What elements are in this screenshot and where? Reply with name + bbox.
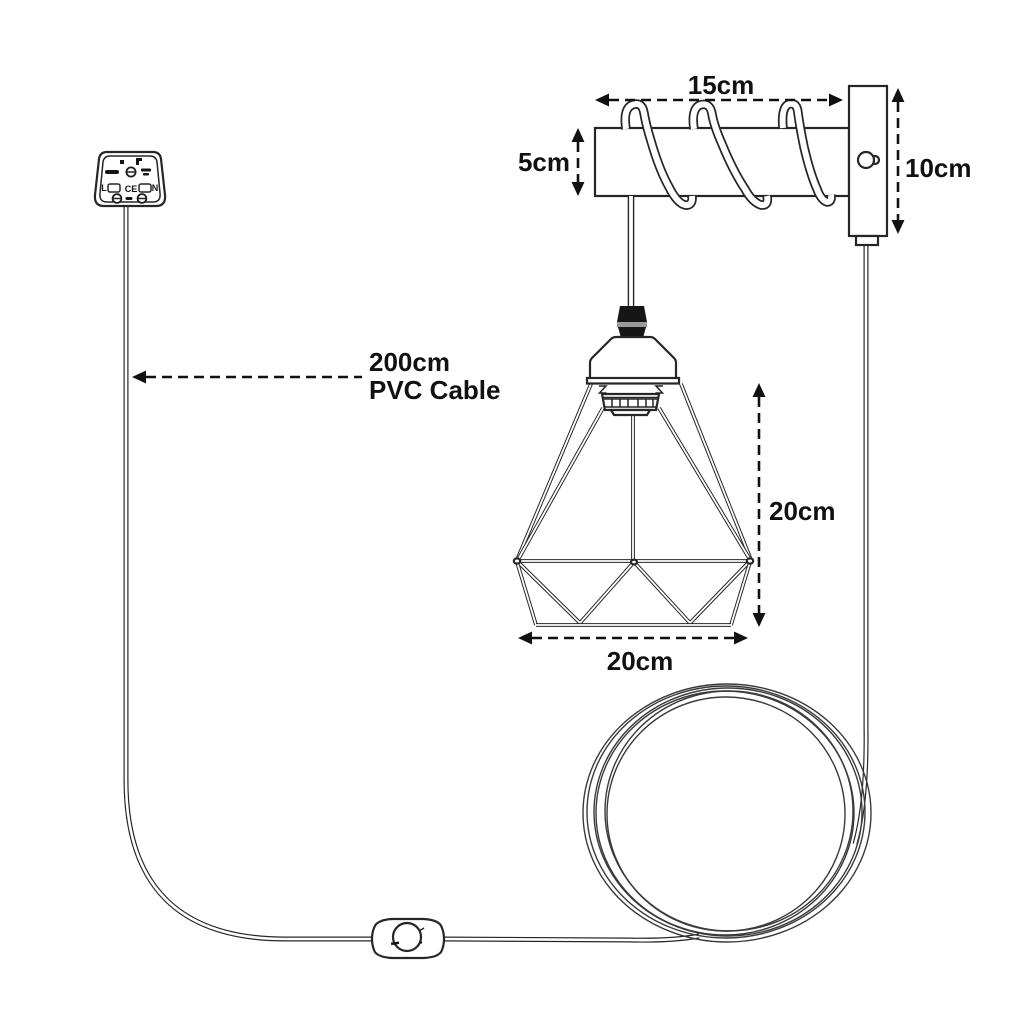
cable-length-label: 200cm <box>369 347 450 377</box>
cage-hook-icon <box>654 385 665 394</box>
dimension-shade-height: 20cm <box>752 383 836 627</box>
cage-top-plate <box>585 376 681 385</box>
plug-fuse-window-icon <box>107 183 121 193</box>
lamp-holder <box>588 335 678 383</box>
arrowhead-left-icon <box>595 93 609 107</box>
backplate-height-label: 10cm <box>905 153 972 183</box>
backplate-knob-icon <box>856 150 876 170</box>
plug-live-mark: L <box>101 183 107 193</box>
cable-switch-to-coil <box>443 936 699 940</box>
dimension-cable-length: 200cm PVC Cable <box>132 347 501 405</box>
plug-indicator-dot-icon <box>120 160 124 164</box>
dimension-arm-height: 5cm <box>518 128 585 196</box>
cord-grip <box>617 306 647 322</box>
arrowhead-left-icon <box>518 631 532 645</box>
cage-joint-icon <box>512 557 522 565</box>
dimmer-dial-icon <box>391 921 423 953</box>
dimension-backplate-height: 10cm <box>891 88 972 234</box>
shade-height-label: 20cm <box>769 496 836 526</box>
arrowhead-up-icon <box>891 88 905 102</box>
cage-hook-icon <box>597 385 608 394</box>
arrowhead-up-icon <box>752 383 766 397</box>
plug-bracket-mark-icon <box>136 158 142 165</box>
arrowhead-right-icon <box>734 631 748 645</box>
cable-wall-to-coil <box>855 245 866 844</box>
backplate-cable-outlet <box>854 234 880 247</box>
cable-coil <box>582 683 872 943</box>
plug-fuse-window-icon <box>138 183 152 193</box>
plug-neutral-mark: N <box>152 183 159 193</box>
arrowhead-down-icon <box>891 220 905 234</box>
plug-stack-mark-icon <box>141 168 151 172</box>
arm-length-label: 15cm <box>688 70 755 100</box>
uk-plug: L CE N <box>93 150 167 208</box>
socket-ring-lip <box>609 408 652 417</box>
dimension-shade-width: 20cm <box>518 631 748 676</box>
power-cable <box>126 206 374 939</box>
wall-bracket <box>593 84 889 247</box>
cable-type-label: PVC Cable <box>369 375 501 405</box>
inline-dimmer-switch <box>370 917 446 960</box>
pendant-lamp <box>512 196 755 627</box>
plug-ce-mark: CE <box>125 184 138 194</box>
arrowhead-right-icon <box>829 93 843 107</box>
cage-shade <box>512 376 755 627</box>
arrowhead-down-icon <box>752 613 766 627</box>
shade-width-label: 20cm <box>607 646 674 676</box>
arrowhead-left-icon <box>132 370 146 384</box>
cage-joint-icon <box>629 558 639 566</box>
dimension-arm-length: 15cm <box>595 70 843 107</box>
plug-dash-mark-icon <box>105 170 119 174</box>
cage-joint-icon <box>745 557 755 565</box>
arm-height-label: 5cm <box>518 147 570 177</box>
arrowhead-down-icon <box>571 182 585 196</box>
cord-grip-band <box>617 322 647 327</box>
arrowhead-up-icon <box>571 128 585 142</box>
